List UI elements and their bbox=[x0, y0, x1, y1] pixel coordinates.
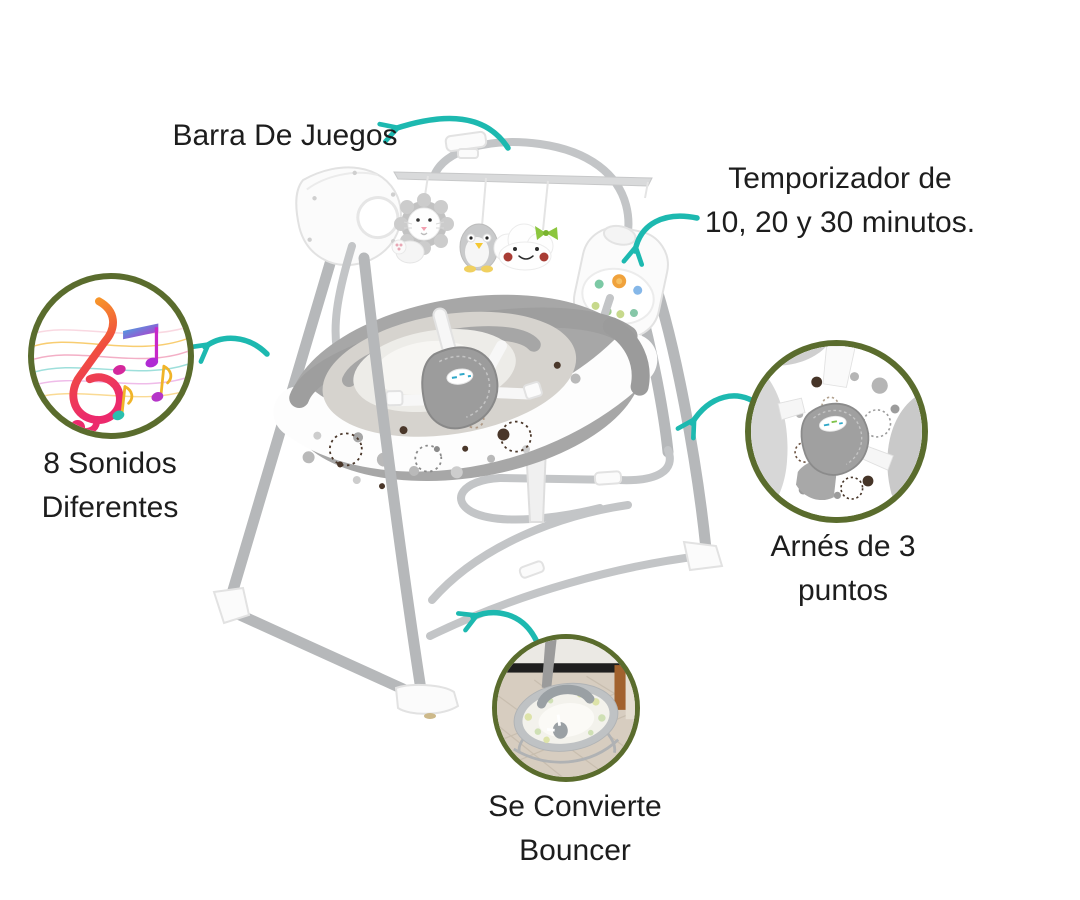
sounds-text-line1: 8 Sonidos bbox=[43, 447, 177, 480]
buckle-pad bbox=[800, 402, 870, 476]
bouncer-closeup-photo bbox=[497, 639, 635, 777]
seat bbox=[273, 294, 658, 490]
bouncer-text-line2: Bouncer bbox=[519, 834, 631, 867]
timer-control-panel bbox=[581, 267, 655, 325]
play-bar-arrow bbox=[377, 115, 511, 151]
control-panel-pod bbox=[572, 224, 669, 340]
harness-closeup-photo bbox=[751, 346, 922, 517]
sounds-text-line2: Diferentes bbox=[41, 491, 179, 524]
harness-closeup-badge bbox=[745, 340, 928, 523]
sounds-arrow bbox=[187, 335, 270, 364]
beamed-notes bbox=[113, 323, 159, 375]
bouncer-closeup-badge bbox=[492, 634, 640, 782]
sounds-badge bbox=[28, 273, 194, 439]
label-play-bar: Barra De Juegos bbox=[172, 114, 397, 158]
timer-text-line1: Temporizador de bbox=[728, 162, 952, 195]
label-timer: Temporizador de 10, 20 y 30 minutos. bbox=[705, 157, 975, 245]
label-sounds: 8 Sonidos Diferentes bbox=[42, 442, 179, 530]
harness-buckle bbox=[421, 346, 499, 430]
harness-text-line2: puntos bbox=[797, 574, 889, 607]
penguin-toy bbox=[459, 223, 499, 273]
cloud-toy bbox=[493, 223, 558, 271]
mobile-toys bbox=[391, 193, 558, 273]
timer-text-line2: 10, 20 y 30 minutos. bbox=[704, 206, 976, 239]
label-harness: Arnés de 3 puntos bbox=[770, 525, 915, 613]
left-motor-pod bbox=[295, 166, 402, 266]
bouncer-seat bbox=[513, 682, 619, 752]
play-bar-text: Barra De Juegos bbox=[172, 119, 398, 152]
green-bow bbox=[535, 226, 558, 240]
timer-arrow bbox=[621, 213, 700, 267]
harness-text-line1: Arnés de 3 bbox=[770, 530, 916, 563]
lion-toy bbox=[391, 193, 454, 264]
bouncer-text-line1: Se Convierte bbox=[488, 790, 662, 823]
label-bouncer: Se Convierte Bouncer bbox=[488, 785, 661, 873]
music-notes-icon bbox=[34, 297, 188, 433]
bouncer-arrow bbox=[455, 609, 539, 643]
eighth-notes bbox=[112, 364, 173, 421]
